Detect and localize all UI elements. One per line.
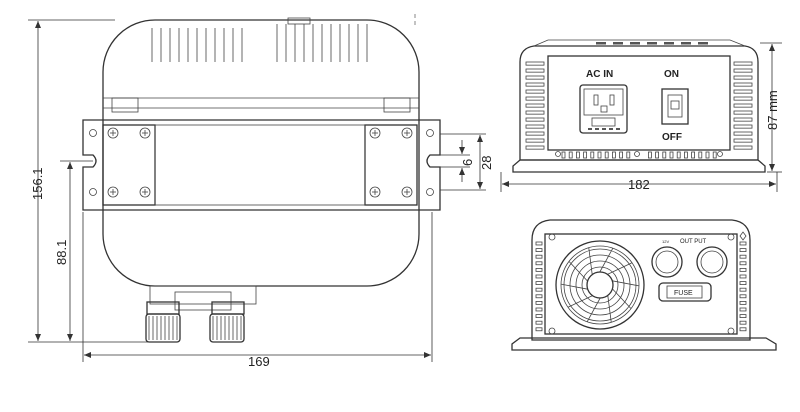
side-base xyxy=(512,159,766,173)
output-socket-left xyxy=(651,246,683,278)
dim-label-182: 182 xyxy=(628,177,650,192)
ac-in-label: AC IN xyxy=(586,69,613,80)
front-fins-left xyxy=(535,241,543,332)
center-plate xyxy=(154,124,366,206)
bracket-right xyxy=(364,124,418,206)
ac-inlet xyxy=(579,84,628,134)
side-view-ac: AC IN ON OFF 182 87 mm xyxy=(500,39,782,192)
cooling-fins-right xyxy=(276,24,368,62)
side-panel xyxy=(547,55,731,151)
fan-grille xyxy=(560,247,640,323)
mounting-plate xyxy=(82,119,441,211)
off-label: OFF xyxy=(662,132,682,143)
dim-label-156: 156.1 xyxy=(30,167,45,200)
mounting-screws xyxy=(89,127,434,198)
dim-label-28: 28 xyxy=(479,156,494,170)
dim-label-88: 88.1 xyxy=(54,240,69,265)
fuse-label: FUSE xyxy=(674,290,693,297)
fan-outer xyxy=(555,240,645,330)
svg-text:12V: 12V xyxy=(662,239,669,244)
fan-hub xyxy=(586,271,614,299)
side-housing xyxy=(519,45,759,161)
dimension-height-88: 88.1 xyxy=(54,160,93,341)
on-label: ON xyxy=(664,69,679,80)
dimension-height-156: 156.1 xyxy=(28,19,150,343)
output-socket-right xyxy=(696,246,728,278)
bracket-left xyxy=(102,124,156,206)
housing-outline xyxy=(102,19,420,287)
top-view: 169 156.1 88.1 6 28 xyxy=(28,17,494,369)
front-fins-right xyxy=(739,241,747,332)
front-panel xyxy=(544,233,738,335)
front-housing xyxy=(531,219,751,341)
side-fins-left xyxy=(525,61,545,150)
top-edge-labels xyxy=(596,42,708,45)
dimension-width-169: 169 xyxy=(82,212,433,369)
dimension-height-87: 87 mm xyxy=(760,42,782,173)
base-vents xyxy=(561,151,717,159)
front-view-fan: 12V OUT PUT FUSE xyxy=(511,219,777,351)
output-terminals xyxy=(145,285,257,343)
dimension-width-182: 182 xyxy=(500,172,778,192)
dim-label-169: 169 xyxy=(248,354,270,369)
fuse-holder xyxy=(658,282,712,302)
output-label: OUT PUT xyxy=(680,239,707,245)
dimension-slot: 6 28 xyxy=(440,133,494,191)
ac-inlet-fuse xyxy=(591,117,616,127)
dim-label-6: 6 xyxy=(460,159,475,166)
cooling-fins-left xyxy=(151,28,243,62)
power-switch xyxy=(661,88,689,125)
dim-label-87: 87 mm xyxy=(765,90,780,130)
front-base xyxy=(511,337,777,351)
side-fins-right xyxy=(733,61,753,150)
